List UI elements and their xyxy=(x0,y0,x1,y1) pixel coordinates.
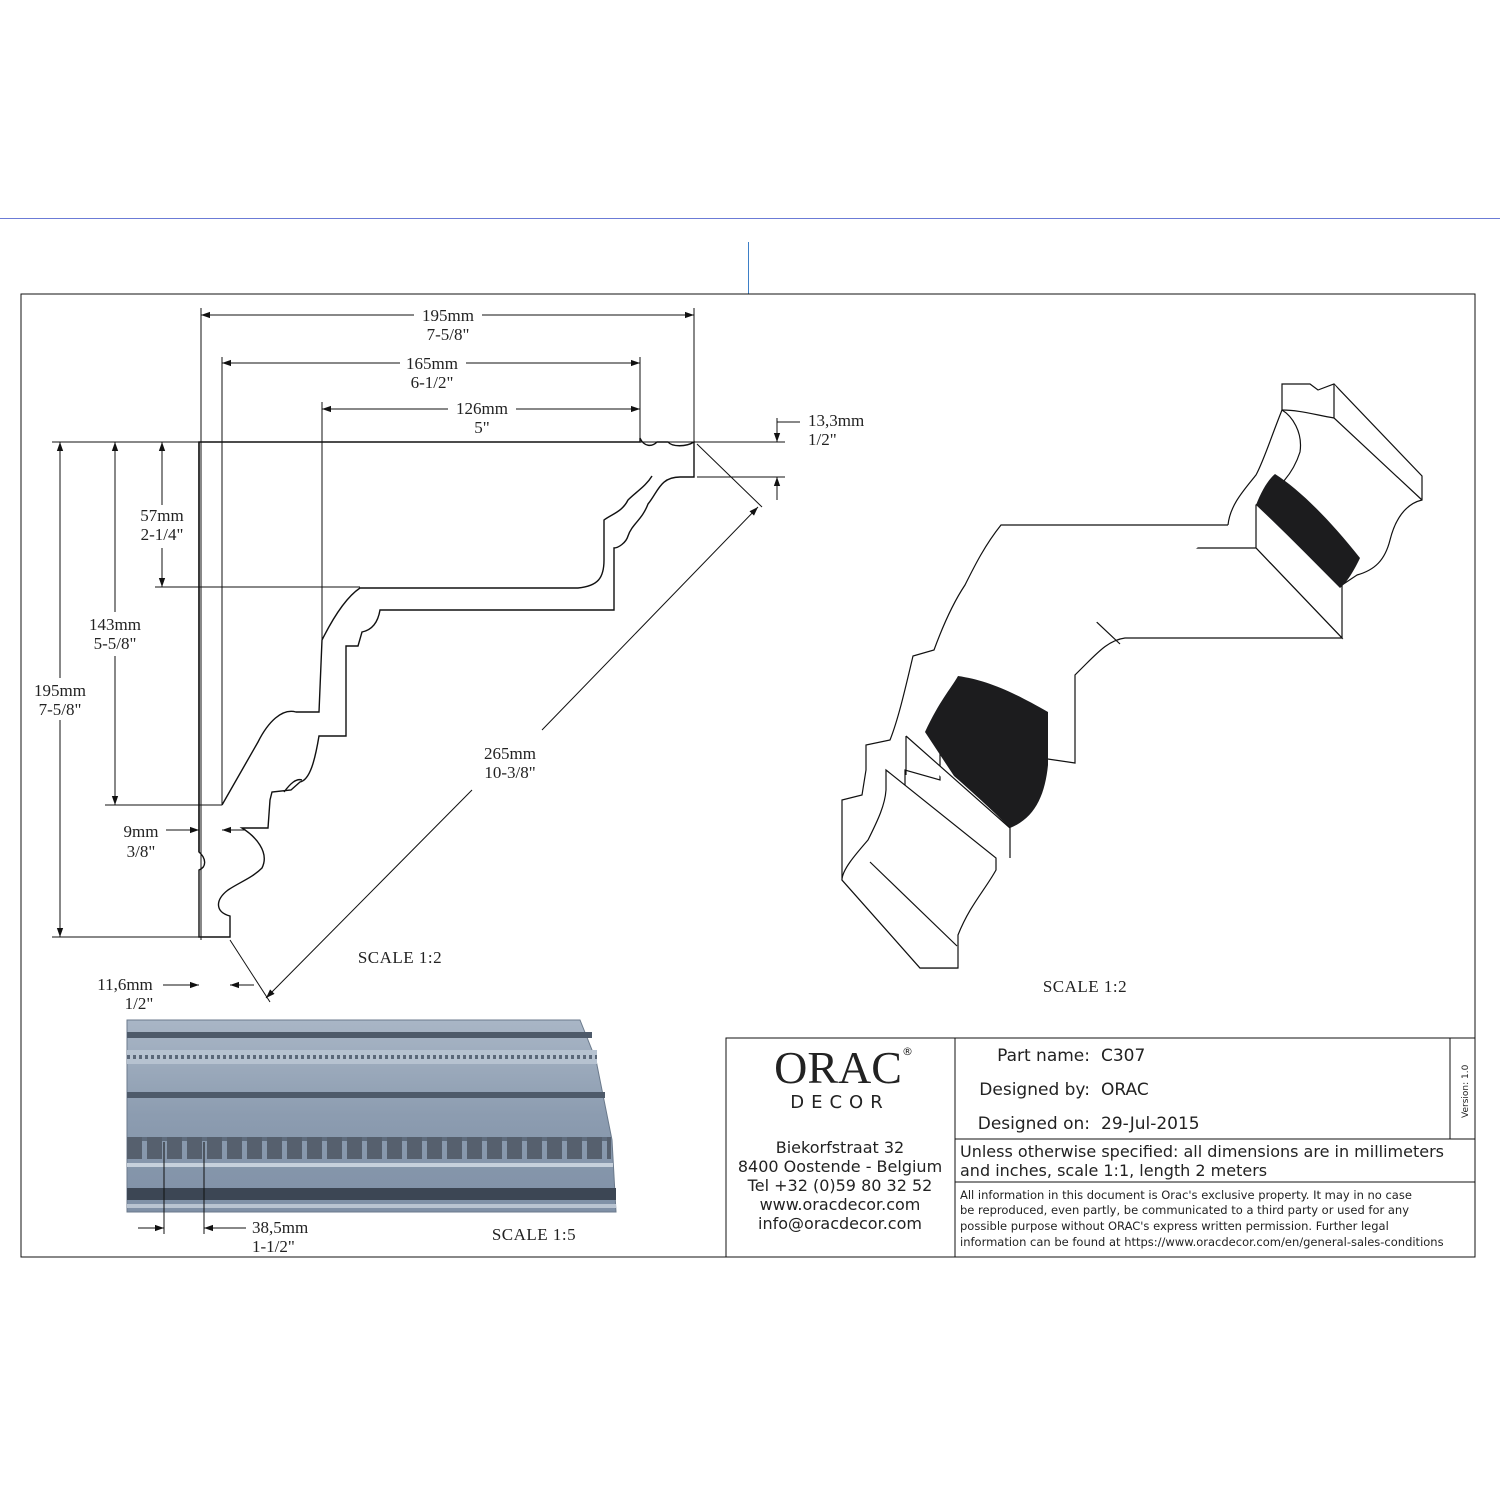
dim-11-6-mm: 11,6mm xyxy=(97,975,153,994)
dim-143-in: 5-5/8" xyxy=(94,634,137,653)
dim-195-in: 7-5/8" xyxy=(427,325,470,344)
dim-9-mm: 9mm xyxy=(124,822,159,841)
legal-note: possible purpose without ORAC's express … xyxy=(960,1219,1389,1233)
dim-38-5-in: 1-1/2" xyxy=(252,1237,295,1256)
designed-on-label: Designed on: xyxy=(978,1114,1090,1134)
dim-165-in: 6-1/2" xyxy=(411,373,454,392)
extension-line xyxy=(229,939,271,1003)
dim-195-mm: 195mm xyxy=(422,306,474,325)
designed-by-value: ORAC xyxy=(1101,1080,1149,1100)
dim-165-mm: 165mm xyxy=(406,354,458,373)
dim-11-6-in: 1/2" xyxy=(125,994,154,1013)
molding-profile-outline xyxy=(198,437,695,938)
page-separator-line xyxy=(0,218,1500,219)
dim-195-left-mm: 195mm xyxy=(34,681,86,700)
scale-label-iso: SCALE 1:2 xyxy=(1043,977,1127,996)
dim-265-in: 10-3/8" xyxy=(484,763,535,782)
scale-label-front: SCALE 1:5 xyxy=(492,1225,576,1244)
orac-logo-sub: DECOR xyxy=(790,1092,889,1113)
website-link[interactable]: www.oracdecor.com xyxy=(760,1195,921,1214)
dim-57-mm: 57mm xyxy=(140,506,183,525)
scale-label-profile: SCALE 1:2 xyxy=(358,948,442,967)
units-note: and inches, scale 1:1, length 2 meters xyxy=(960,1161,1267,1180)
dim-13-3-mm: 13,3mm xyxy=(808,411,864,430)
dim-265-mm: 265mm xyxy=(484,744,536,763)
units-note: Unless otherwise specified: all dimensio… xyxy=(960,1142,1444,1161)
dim-195-left-in: 7-5/8" xyxy=(39,700,82,719)
dim-38-5-mm: 38,5mm xyxy=(252,1218,308,1237)
front-view: 38,5mm 1-1/2" SCALE 1:5 xyxy=(126,1019,617,1256)
phone-line: Tel +32 (0)59 80 32 52 xyxy=(747,1176,933,1195)
dim-126-in: 5" xyxy=(474,418,489,437)
part-name-label: Part name: xyxy=(997,1046,1090,1066)
legal-note: information can be found at https://www.… xyxy=(960,1235,1444,1249)
email-link[interactable]: info@oracdecor.com xyxy=(758,1214,922,1233)
designed-by-label: Designed by: xyxy=(979,1080,1090,1100)
legal-note: All information in this document is Orac… xyxy=(960,1188,1412,1202)
dim-126-mm: 126mm xyxy=(456,399,508,418)
dim-143-mm: 143mm xyxy=(89,615,141,634)
registered-mark: ® xyxy=(902,1045,913,1058)
address-line: 8400 Oostende - Belgium xyxy=(738,1157,942,1176)
orac-logo: ORAC xyxy=(774,1042,902,1093)
title-block: ORAC ® DECOR Biekorfstraat 32 8400 Ooste… xyxy=(725,1037,1476,1258)
dim-9-in: 3/8" xyxy=(127,842,156,861)
part-name-value: C307 xyxy=(1101,1046,1145,1066)
dim-13-3-in: 1/2" xyxy=(808,430,837,449)
address-line: Biekorfstraat 32 xyxy=(776,1138,904,1157)
designed-on-value: 29-Jul-2015 xyxy=(1101,1114,1200,1134)
legal-note: be reproduced, even partly, be communica… xyxy=(960,1203,1409,1217)
profile-view: 195mm 7-5/8" 165mm 6-1/2" 126mm 5" 13,3m… xyxy=(34,306,864,1013)
isometric-view: SCALE 1:2 xyxy=(841,383,1423,996)
version-label: Version: 1.0 xyxy=(1461,1064,1471,1118)
dim-57-in: 2-1/4" xyxy=(141,525,184,544)
molding-profile-inner xyxy=(221,475,653,806)
extension-line xyxy=(696,443,763,508)
page-center-mark xyxy=(748,242,749,294)
